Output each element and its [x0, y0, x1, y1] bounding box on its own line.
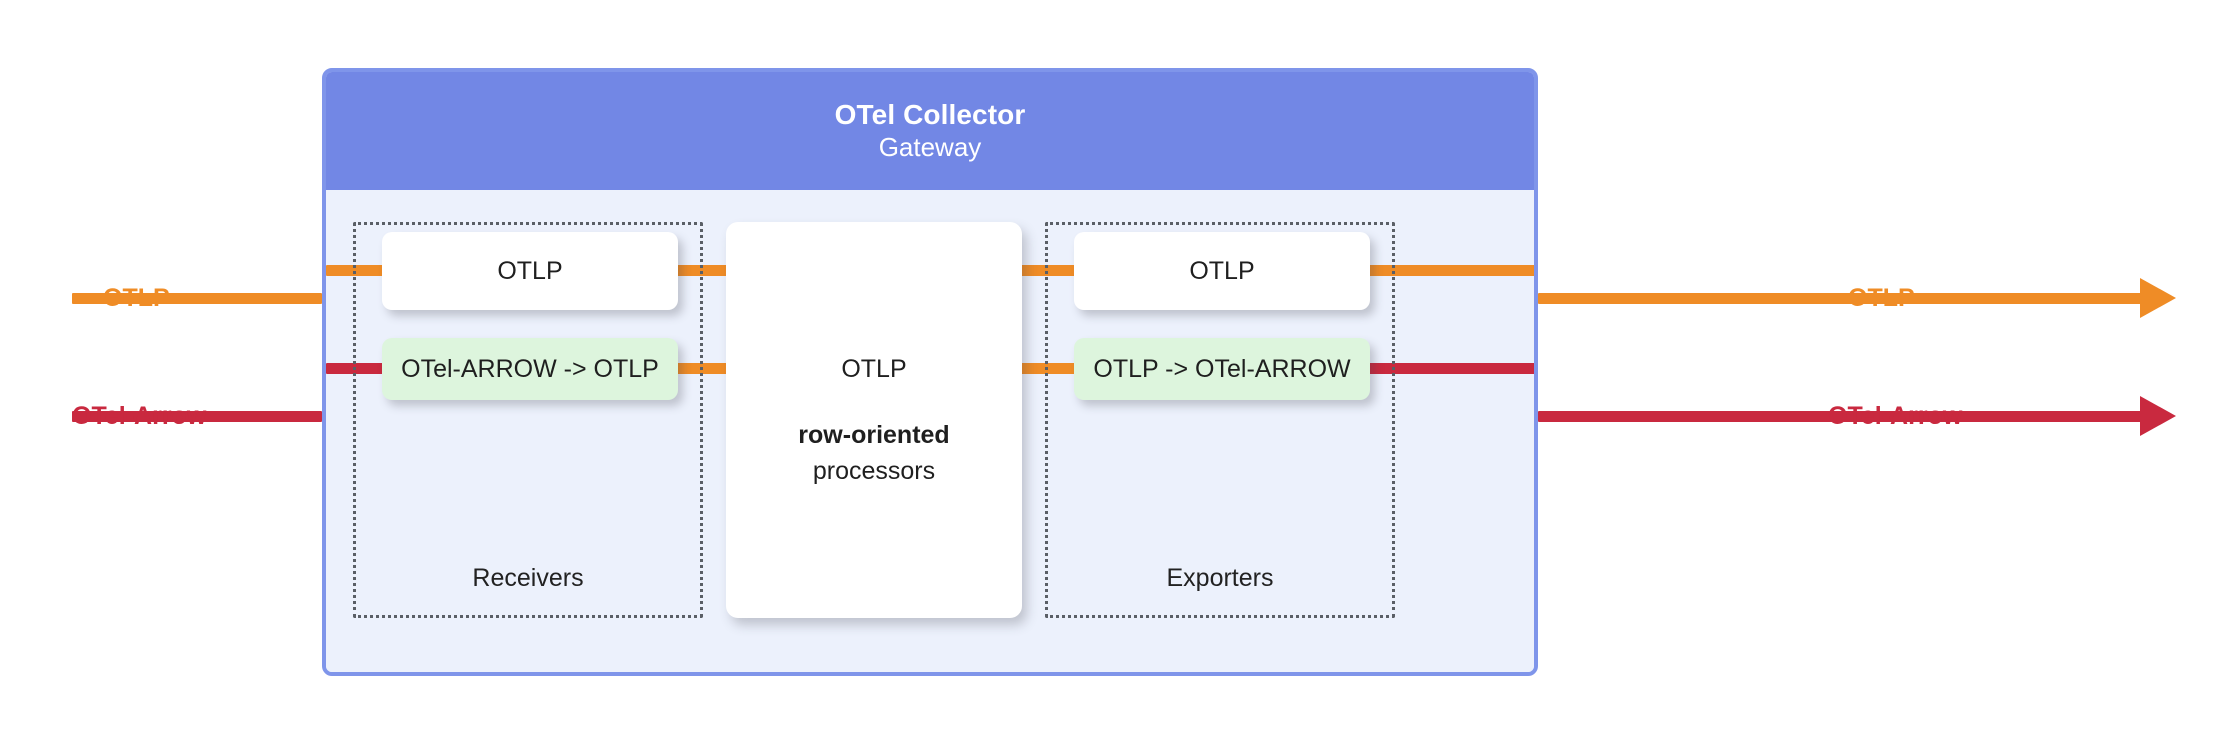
input-label-otel-arrow: OTel-Arrow: [72, 402, 207, 430]
collector-subtitle: Gateway: [878, 132, 982, 163]
pipe-processors-to-exporter-otlp: [1018, 265, 1078, 276]
pipe-out-of-exporter-otel-arrow: [1366, 363, 1534, 374]
exporter-node-otlp-to-otel-arrow[interactable]: OTLP -> OTel-ARROW: [1074, 338, 1370, 400]
input-pipe-otlp: [72, 293, 322, 304]
input-label-otlp: OTLP: [103, 284, 170, 312]
receivers-group-label: Receivers: [472, 564, 584, 592]
exporters-group-label: Exporters: [1166, 564, 1274, 592]
exporter-node-otlp[interactable]: OTLP: [1074, 232, 1370, 310]
pipe-into-receiver-otel-arrow: [326, 363, 386, 374]
receiver-node-otlp[interactable]: OTLP: [382, 232, 678, 310]
collector-body: Receivers OTLP OTel-ARROW -> OTLP OTLP r…: [326, 190, 1534, 672]
processors-node[interactable]: OTLP row-oriented processors: [726, 222, 1022, 618]
pipe-into-receiver-otlp: [326, 265, 386, 276]
pipe-out-of-exporter-otlp: [1366, 265, 1534, 276]
processors-line-otlp: OTLP: [841, 354, 907, 383]
output-label-otlp: OTLP: [1848, 284, 1915, 312]
input-pipe-otel-arrow: [72, 411, 322, 422]
receiver-node-otel-arrow-to-otlp[interactable]: OTel-ARROW -> OTLP: [382, 338, 678, 400]
pipe-processors-to-exporter-arrow: [1018, 363, 1078, 374]
output-label-otel-arrow: OTel-Arrow: [1828, 402, 1963, 430]
processors-line-processors: processors: [812, 457, 936, 486]
output-pipe-otel-arrow: [1538, 411, 2148, 422]
collector-title: OTel Collector: [834, 99, 1026, 131]
collector-header: OTel Collector Gateway: [326, 72, 1534, 190]
output-pipe-otlp: [1538, 293, 2148, 304]
arrowhead-right-otlp-icon: [2140, 278, 2176, 318]
exporters-group: Exporters: [1045, 222, 1395, 618]
processors-line-row-oriented: row-oriented: [798, 420, 950, 449]
receivers-group: Receivers: [353, 222, 703, 618]
otel-collector-container: OTel Collector Gateway Receivers OTLP OT…: [322, 68, 1538, 676]
arrowhead-right-otel-arrow-icon: [2140, 396, 2176, 436]
